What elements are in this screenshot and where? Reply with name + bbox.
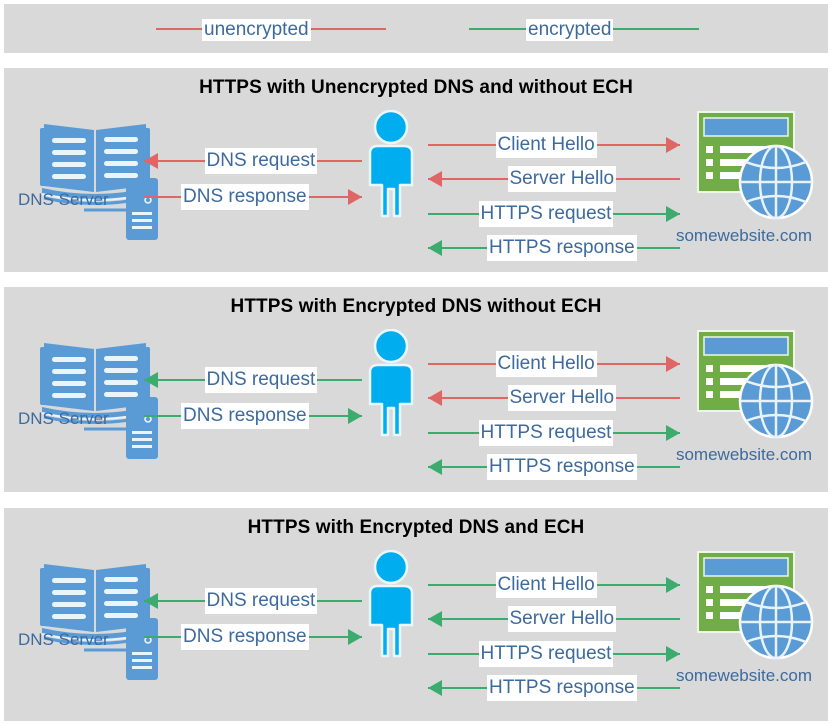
- message-label: Client Hello: [495, 132, 597, 158]
- message-row-https-response: HTTPS response: [428, 675, 680, 701]
- dns-server-icon: [40, 124, 158, 240]
- message-row-dns-response: DNS response: [144, 403, 362, 429]
- message-row-client-hello: Client Hello: [428, 572, 680, 598]
- website-caption: somewebsite.com: [675, 666, 813, 685]
- arrow-head-right: [666, 425, 680, 441]
- message-row-https-response: HTTPS response: [428, 235, 680, 261]
- message-row-server-hello: Server Hello: [428, 606, 680, 632]
- message-label: Client Hello: [495, 351, 597, 377]
- dns-server-group: [32, 546, 172, 686]
- message-label: HTTPS request: [478, 420, 614, 446]
- arrow-head-right: [666, 356, 680, 372]
- website-caption: somewebsite.com: [675, 226, 813, 245]
- website-server-icon: [697, 111, 814, 220]
- message-label: HTTPS response: [487, 454, 637, 480]
- message-row-https-response: HTTPS response: [428, 454, 680, 480]
- arrow-head-right: [666, 206, 680, 222]
- arrow-head-right: [348, 408, 362, 424]
- message-label: Server Hello: [507, 385, 617, 411]
- message-label: DNS request: [204, 148, 318, 174]
- dns-server-caption: DNS Server: [18, 630, 109, 649]
- message-label: Client Hello: [495, 572, 597, 598]
- message-row-dns-request: DNS request: [144, 588, 362, 614]
- dns-server-group: [32, 325, 172, 465]
- message-row-dns-request: DNS request: [144, 367, 362, 393]
- arrow-head-left: [428, 680, 442, 696]
- arrow-head-left: [144, 372, 158, 388]
- user-person-icon: [368, 109, 414, 218]
- message-label: Server Hello: [507, 606, 617, 632]
- user-person-icon: [368, 328, 414, 437]
- client-user-figure: [356, 549, 426, 660]
- message-row-client-hello: Client Hello: [428, 351, 680, 377]
- dns-server-caption: DNS Server: [18, 409, 109, 428]
- client-user-figure: [356, 109, 426, 220]
- arrow-head-right: [348, 189, 362, 205]
- website-group: [686, 325, 816, 445]
- message-row-server-hello: Server Hello: [428, 166, 680, 192]
- user-person-icon: [368, 549, 414, 658]
- arrow-head-right: [666, 137, 680, 153]
- message-label: DNS response: [181, 184, 309, 210]
- arrow-head-left: [428, 390, 442, 406]
- legend-unencrypted-label: unencrypted: [202, 19, 311, 41]
- panel-title: HTTPS with Encrypted DNS without ECH: [230, 296, 602, 317]
- website-server-icon: [697, 330, 814, 439]
- diagram-panel-2: HTTPS with Encrypted DNS without ECH: [4, 287, 828, 492]
- diagram-panel-3: HTTPS with Encrypted DNS and ECH: [4, 508, 828, 721]
- dns-server-caption: DNS Server: [18, 190, 109, 209]
- arrow-head-right: [666, 577, 680, 593]
- message-row-dns-response: DNS response: [144, 184, 362, 210]
- message-row-client-hello: Client Hello: [428, 132, 680, 158]
- website-server-icon: [697, 551, 814, 660]
- arrow-head-left: [428, 459, 442, 475]
- arrow-head-right: [348, 629, 362, 645]
- message-row-https-request: HTTPS request: [428, 420, 680, 446]
- message-label: DNS response: [181, 403, 309, 429]
- diagram-panel-1: HTTPS with Unencrypted DNS and without E…: [4, 68, 828, 272]
- arrow-head-left: [144, 593, 158, 609]
- message-label: HTTPS response: [487, 675, 637, 701]
- message-label: DNS response: [181, 624, 309, 650]
- message-label: DNS request: [204, 588, 318, 614]
- message-label: HTTPS request: [478, 201, 614, 227]
- legend-encrypted-label: encrypted: [526, 19, 614, 41]
- dns-server-icon: [40, 564, 158, 680]
- arrow-head-left: [144, 153, 158, 169]
- message-label: DNS request: [204, 367, 318, 393]
- message-row-https-request: HTTPS request: [428, 641, 680, 667]
- message-label: Server Hello: [507, 166, 617, 192]
- message-row-https-request: HTTPS request: [428, 201, 680, 227]
- message-label: HTTPS request: [478, 641, 614, 667]
- website-group: [686, 546, 816, 666]
- panel-title: HTTPS with Unencrypted DNS and without E…: [199, 77, 633, 98]
- arrow-head-left: [428, 240, 442, 256]
- client-user-figure: [356, 328, 426, 439]
- legend-panel: unencrypted encrypted: [4, 4, 828, 53]
- arrow-head-left: [428, 611, 442, 627]
- message-row-dns-request: DNS request: [144, 148, 362, 174]
- message-label: HTTPS response: [487, 235, 637, 261]
- website-caption: somewebsite.com: [675, 445, 813, 464]
- dns-server-group: [32, 106, 172, 246]
- dns-server-icon: [40, 343, 158, 459]
- arrow-head-left: [428, 171, 442, 187]
- website-group: [686, 106, 816, 226]
- arrow-head-right: [666, 646, 680, 662]
- message-row-server-hello: Server Hello: [428, 385, 680, 411]
- panel-title: HTTPS with Encrypted DNS and ECH: [247, 517, 585, 538]
- message-row-dns-response: DNS response: [144, 624, 362, 650]
